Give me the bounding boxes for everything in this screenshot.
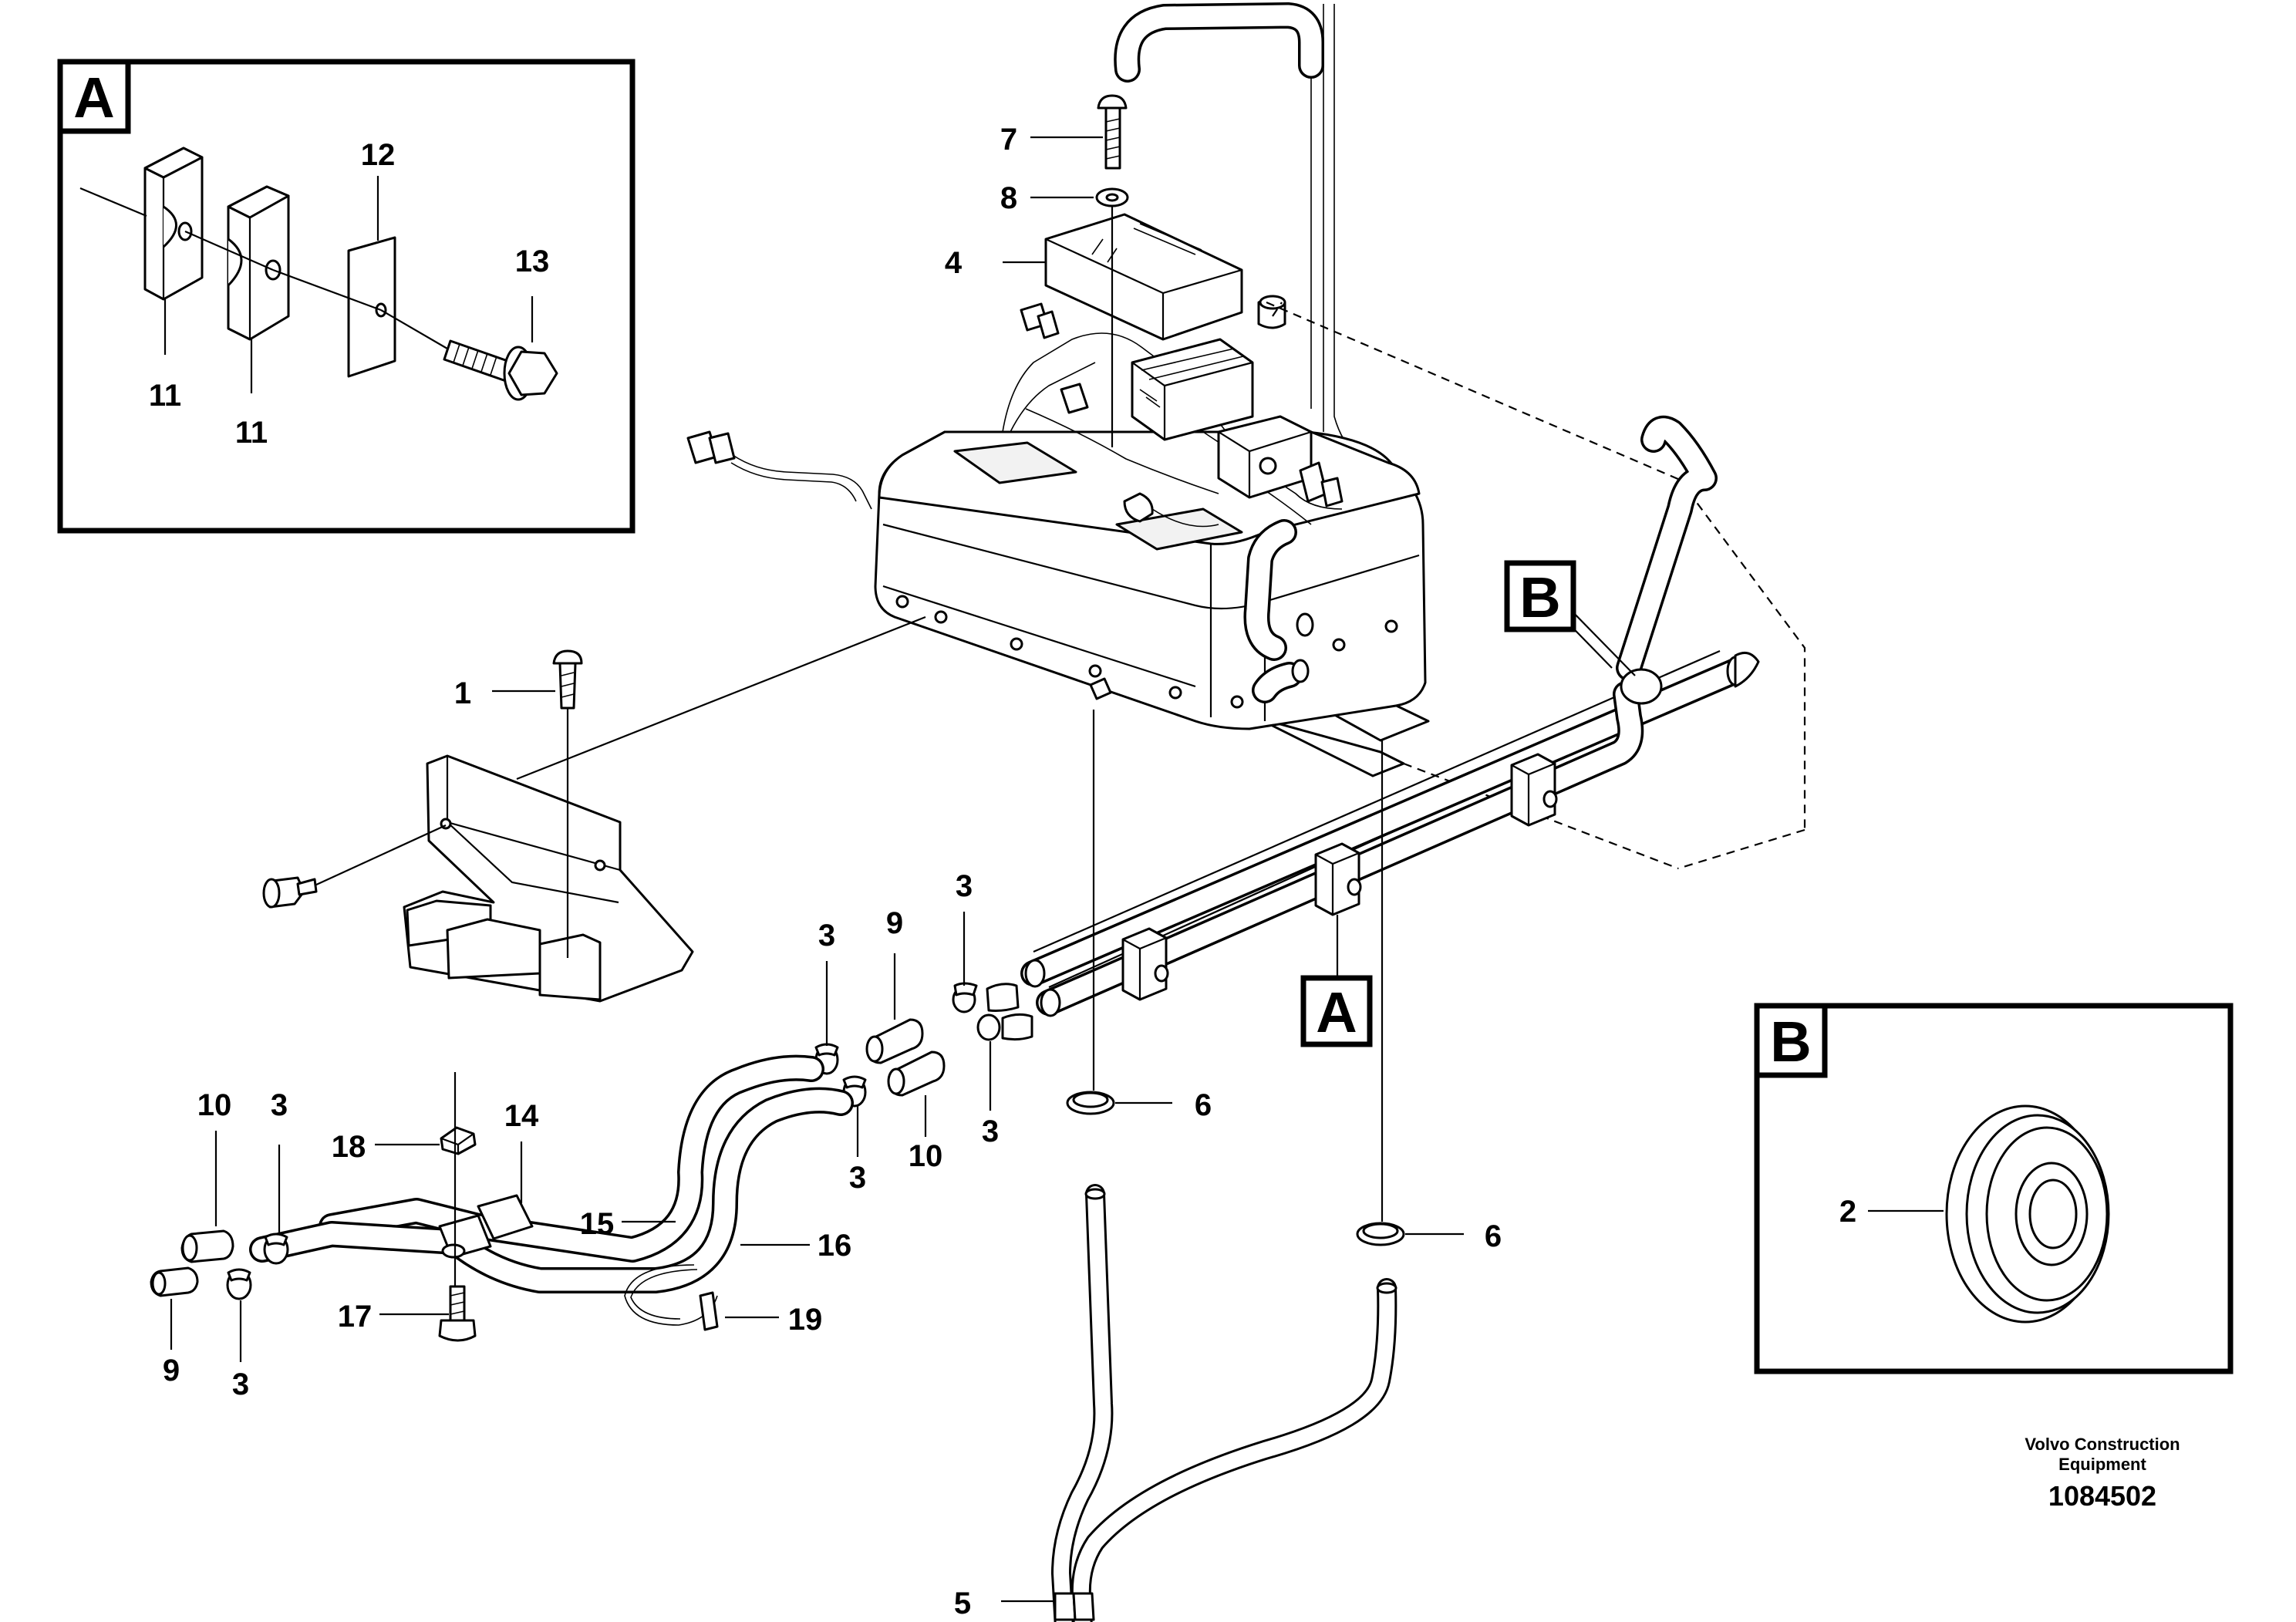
grommet-lower [1356, 1222, 1405, 1246]
callout-5: 5 [954, 1587, 971, 1620]
clamp-half-right [227, 185, 290, 341]
cover-box [1044, 213, 1243, 341]
detail-a-box: A [57, 59, 636, 534]
electrical-connector [686, 430, 872, 510]
bracket-screw [552, 649, 583, 710]
bracket-bolt [262, 876, 318, 909]
detail-a-label: A [73, 66, 114, 130]
hose-fittings [814, 982, 1033, 1108]
svg-text:B: B [1519, 565, 1560, 629]
screw [1097, 94, 1128, 170]
flange-bolt [443, 339, 558, 401]
callout-18: 18 [332, 1130, 366, 1164]
callout-3-a: 3 [956, 869, 973, 903]
grommet [1945, 1104, 2110, 1324]
right-pipe [1616, 415, 1718, 681]
callout-12: 12 [361, 138, 396, 172]
callout-17: 17 [338, 1300, 373, 1334]
callout-10-right: 10 [909, 1139, 943, 1173]
grommet-upper [1066, 1091, 1115, 1115]
callout-3-d: 3 [849, 1161, 866, 1195]
detail-a-reference: A [1300, 975, 1373, 1047]
detail-b-box: B 2 [1754, 1003, 2234, 1374]
callout-3-b: 3 [982, 1114, 999, 1148]
bracket [403, 754, 694, 1003]
clamp-half-left [143, 147, 204, 301]
callout-6-lower: 6 [1485, 1219, 1502, 1253]
callout-13: 13 [515, 244, 550, 278]
callout-1: 1 [454, 676, 471, 710]
heater-unit [874, 302, 1430, 777]
hose-clip [440, 1126, 477, 1155]
callout-3-c: 3 [818, 919, 835, 953]
upper-pipe [1114, 2, 1358, 456]
callout-15: 15 [580, 1207, 615, 1241]
mounting-bolt [438, 1285, 477, 1342]
washer [1095, 187, 1129, 207]
company-line-1: Volvo Construction [2025, 1435, 2180, 1454]
pipe-assembly [1020, 649, 1760, 1017]
company-line-2: Equipment [2058, 1455, 2146, 1474]
drawing-number: 1084502 [2048, 1480, 2156, 1512]
callout-16: 16 [818, 1229, 852, 1263]
drain-hoses [1051, 1184, 1397, 1622]
callout-8: 8 [1000, 181, 1017, 215]
callout-11-right: 11 [235, 416, 268, 450]
callout-6-upper: 6 [1195, 1088, 1212, 1122]
callout-14: 14 [504, 1099, 539, 1133]
callout-9-top: 9 [886, 906, 903, 940]
callout-7: 7 [1000, 123, 1017, 157]
callout-3-e: 3 [271, 1088, 288, 1122]
detail-b-label: B [1770, 1010, 1811, 1074]
callout-2: 2 [1839, 1195, 1856, 1229]
callout-3-f: 3 [232, 1367, 249, 1401]
callout-11-left: 11 [149, 379, 181, 413]
detail-b-reference: B [1504, 560, 1576, 632]
callout-9-left: 9 [163, 1354, 180, 1388]
callout-4: 4 [945, 246, 963, 280]
callout-19: 19 [788, 1303, 823, 1337]
coolant-hoses [150, 1054, 854, 1331]
callout-10-left: 10 [197, 1088, 232, 1122]
svg-text:A: A [1316, 980, 1357, 1044]
